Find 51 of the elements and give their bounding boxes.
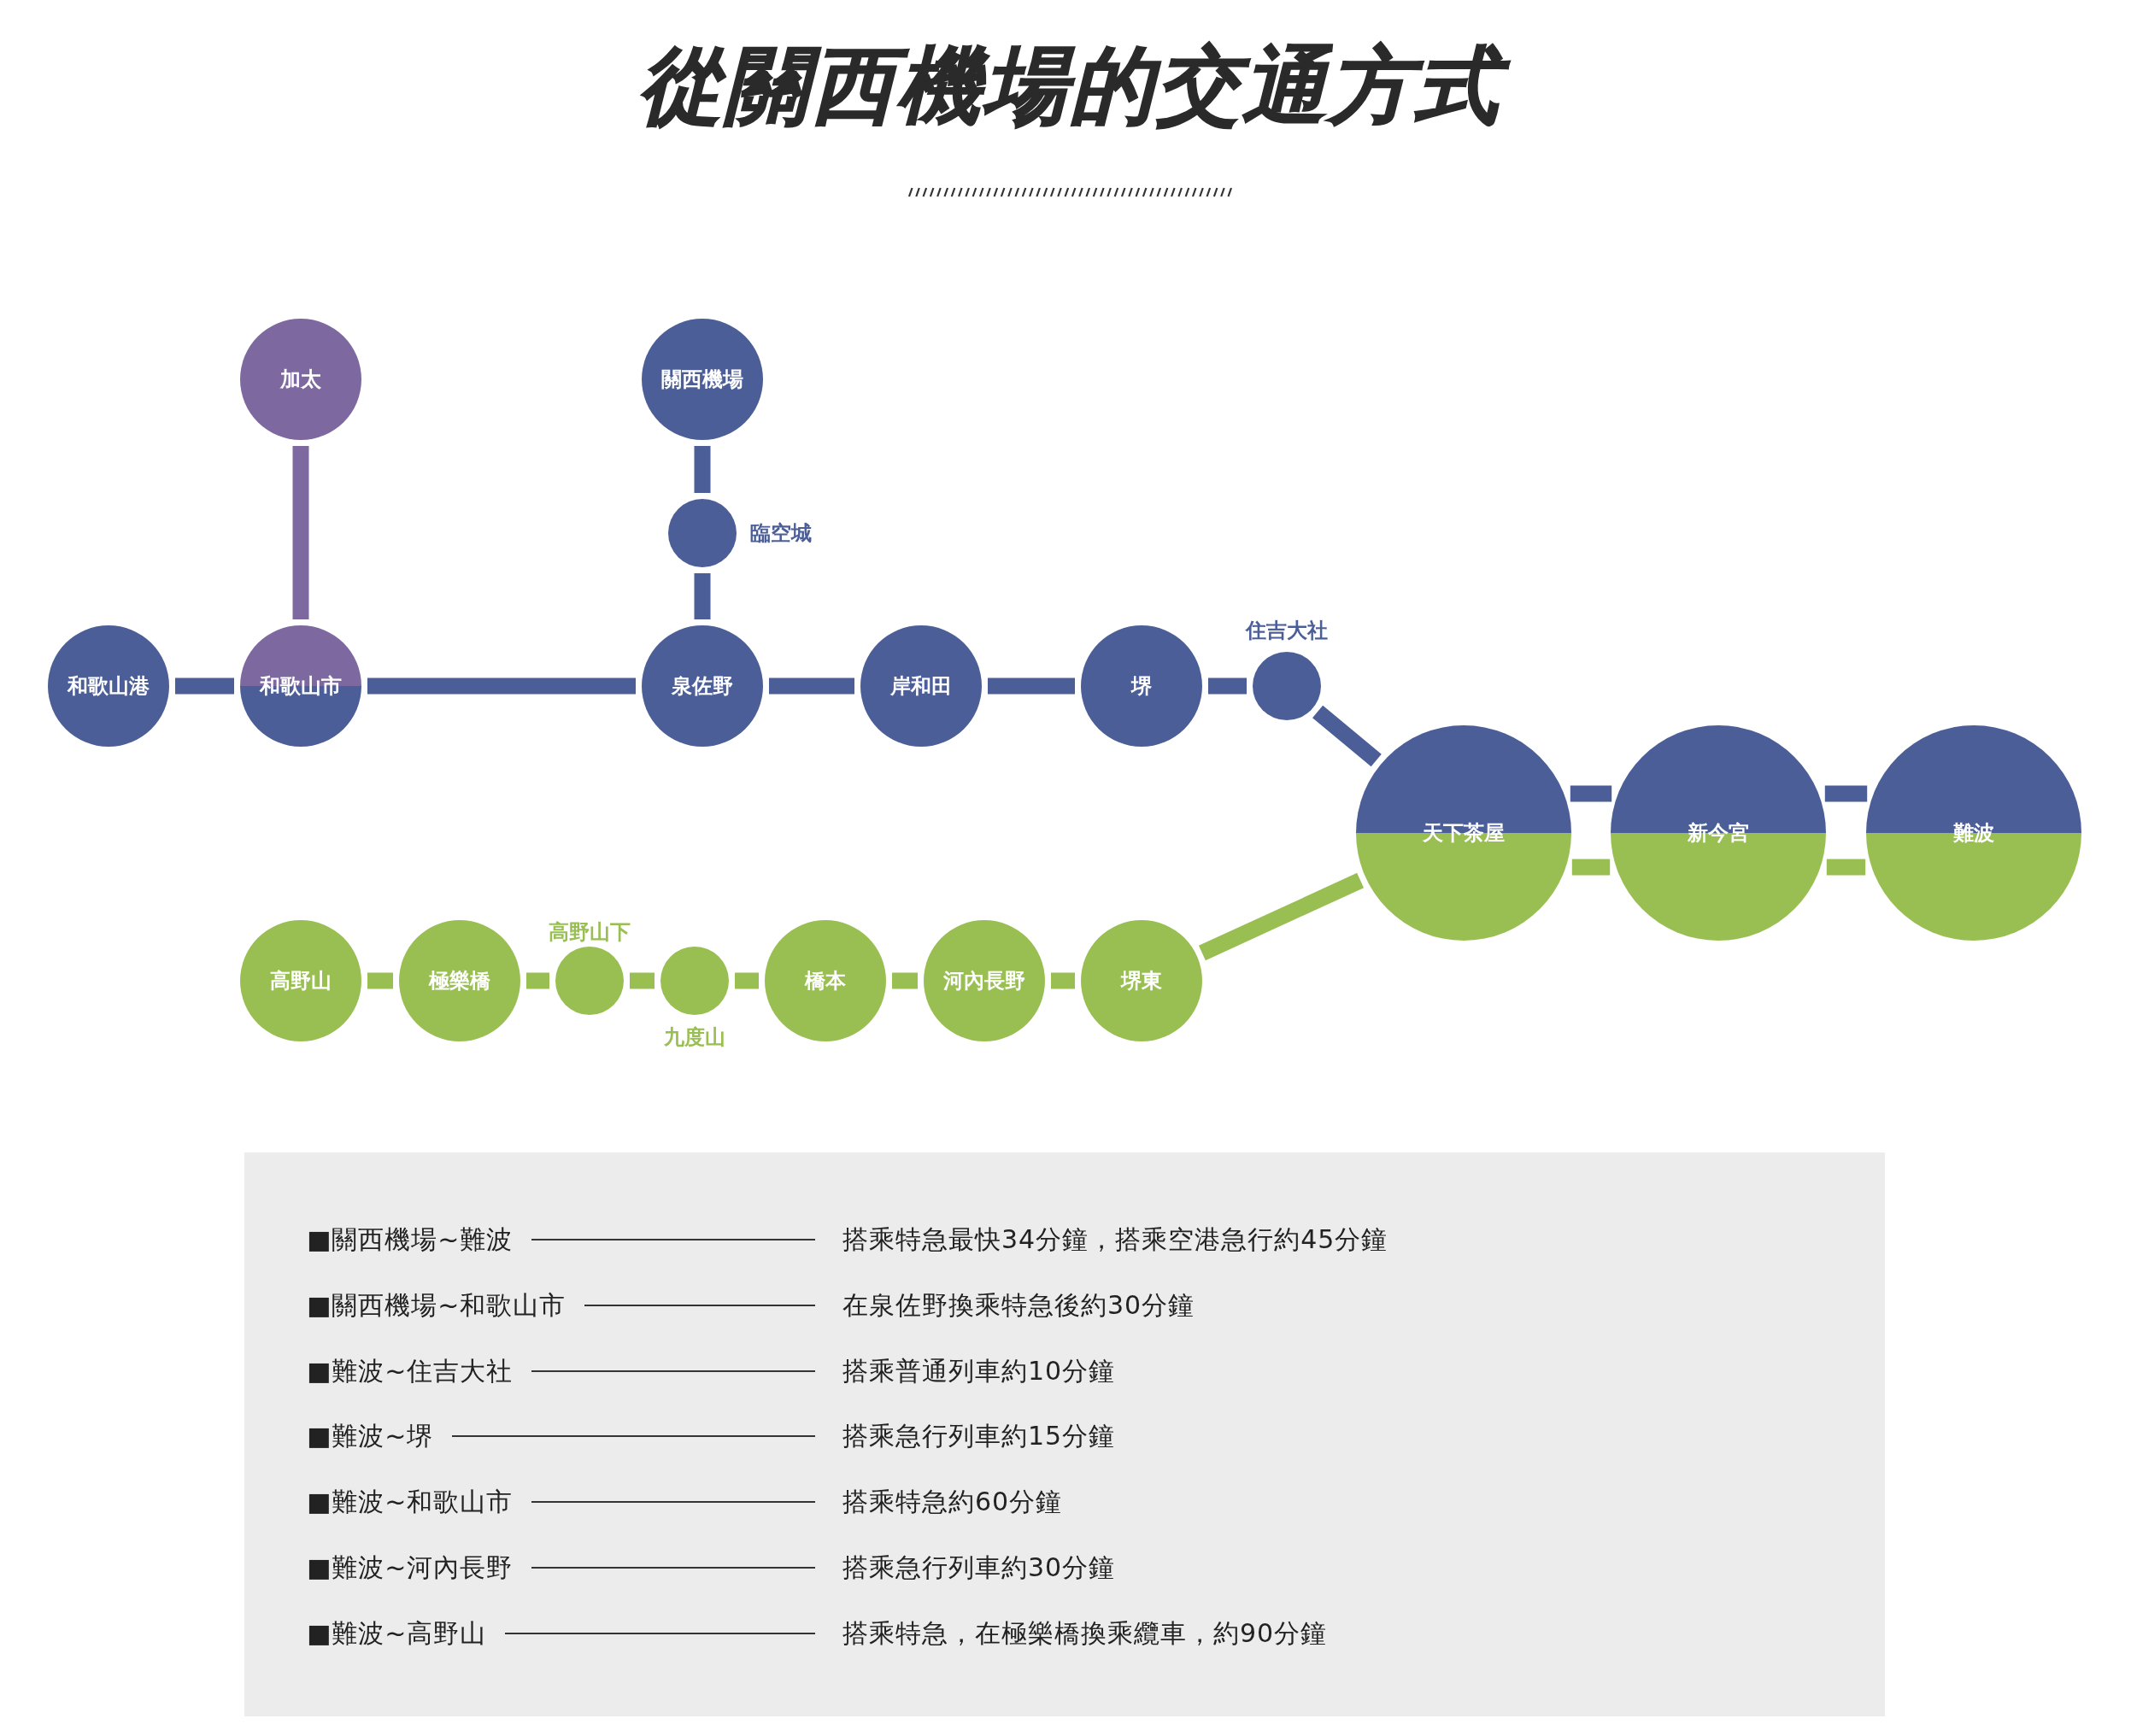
route-time: 搭乘普通列車約10分鐘 [842,1354,1116,1387]
route-time: 搭乘急行列車約15分鐘 [842,1420,1116,1453]
station-circle: 和歌山港 [48,625,169,747]
station-label: 九度山 [664,1024,725,1050]
track-line [526,972,549,989]
track-line [367,677,636,695]
route-name: ■難波~河內長野 [307,1551,514,1584]
station-label: 住吉大社 [1246,618,1328,643]
track-line [735,972,759,989]
track-line [630,972,655,989]
track-line [1198,872,1365,961]
route-time: 在泉佐野換乘特急後約30分鐘 [842,1288,1195,1322]
station-circle: 關西機場 [642,319,763,440]
track-line [769,677,854,695]
route-name: ■關西機場~和歌山市 [307,1288,567,1322]
track-line [1312,705,1382,767]
track-line [694,446,711,493]
route-name: ■難波~住吉大社 [307,1354,514,1387]
route-name: ■難波~堺 [307,1420,434,1453]
route-name: ■難波~和歌山市 [307,1486,514,1519]
station-label: 高野山下 [549,919,631,945]
track-line [292,446,309,619]
route-time: 搭乘特急約60分鐘 [842,1486,1063,1519]
route-name: ■難波~高野山 [307,1616,487,1650]
station-circle: 極樂橋 [399,920,520,1041]
track-line [988,677,1075,695]
station-circle: 泉佐野 [642,625,763,747]
route-time: 搭乘特急最快34分鐘，搭乘空港急行約45分鐘 [842,1223,1388,1256]
track-line [367,972,393,989]
track-line [892,972,918,989]
route-name: ■關西機場~難波 [307,1223,514,1256]
track-line [175,677,234,695]
track-line [694,573,711,619]
station-label: 臨空城 [750,520,812,546]
track-line [1571,859,1611,876]
station-circle: 河內長野 [924,920,1045,1041]
track-line [1570,785,1612,802]
station-circle: 堺 [1081,625,1202,747]
station-circle: 橋本 [765,920,886,1041]
track-line [1051,972,1075,989]
station-circle: 岸和田 [860,625,982,747]
title: 從關西機場的交通方式 [613,22,1527,150]
station-circle: 高野山 [240,920,361,1041]
track-line [1826,859,1866,876]
route-time: 搭乘急行列車約30分鐘 [842,1551,1116,1584]
station-circle: 堺東 [1081,920,1202,1041]
station-circle: 加太 [240,319,361,440]
track-line [1824,785,1868,802]
route-time: 搭乘特急，在極樂橋換乘纜車，約90分鐘 [842,1616,1328,1650]
station-circle: 和歌山市 [240,625,361,747]
track-line [1208,677,1247,695]
